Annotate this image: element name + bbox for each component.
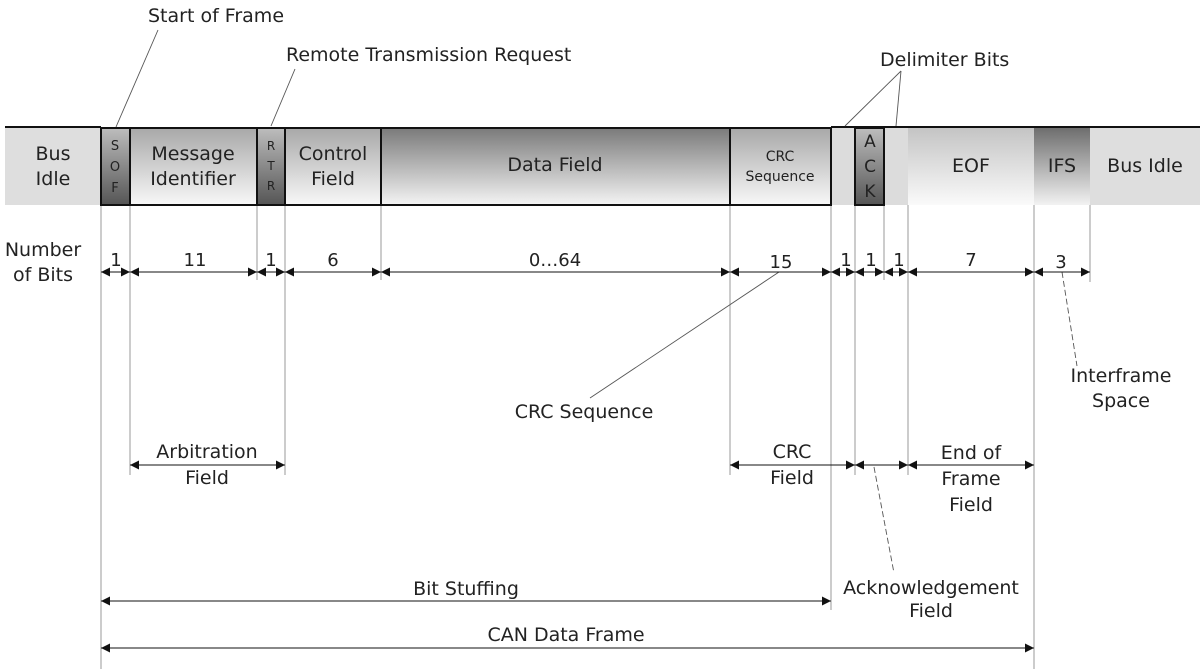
arbitration-field-label-line2: Field <box>185 467 229 489</box>
bits-data: 0…64 <box>529 250 581 271</box>
callout-crc-sequence: CRC Sequence <box>515 401 654 423</box>
field-bus-idle-start <box>5 128 101 205</box>
callout-interframe-space-line2: Space <box>1092 390 1150 412</box>
crc-sequence-label-line1: CRC <box>766 149 795 165</box>
field-message-identifier <box>129 127 258 206</box>
control-field-label-line2: Field <box>311 168 355 190</box>
field-crc-delimiter <box>832 128 855 205</box>
crc-field-label-line1: CRC <box>773 441 812 463</box>
callout-delimiter-bits: Delimiter Bits <box>880 49 1009 71</box>
bits-ifs: 3 <box>1055 252 1066 273</box>
leader-delimiter-ack <box>895 70 902 127</box>
bit-stuffing-label: Bit Stuffing <box>413 578 519 600</box>
arbitration-field-label-line1: Arbitration <box>156 441 257 463</box>
control-field-label-line1: Control <box>299 143 368 165</box>
leader-crc-sequence <box>589 271 780 399</box>
callout-start-of-frame: Start of Frame <box>148 5 284 27</box>
leader-acknowledgement-field <box>873 466 895 574</box>
field-ack-delimiter <box>885 128 908 205</box>
field-crc-sequence <box>729 127 832 206</box>
end-of-frame-field-label-line3: Field <box>949 494 993 516</box>
ack-label-a: A <box>864 132 876 152</box>
field-rtr <box>256 127 286 206</box>
field-bus-idle-end <box>1090 128 1200 205</box>
bits-ack-delimiter: 1 <box>893 250 904 271</box>
callout-acknowledgement-field-line2: Field <box>909 600 953 622</box>
bits-message-identifier: 11 <box>184 250 207 271</box>
crc-field-label-line2: Field <box>770 467 814 489</box>
can-data-frame-label: CAN Data Frame <box>487 624 644 646</box>
field-data <box>380 127 731 206</box>
bus-idle-start-label-line1: Bus <box>36 143 71 165</box>
bits-rtr: 1 <box>265 250 276 271</box>
ack-label-k: K <box>864 182 876 202</box>
callout-acknowledgement-field-line1: Acknowledgement <box>843 577 1019 599</box>
number-of-bits-label-line1: Number <box>5 239 82 261</box>
leader-rtr <box>270 68 296 127</box>
leader-interframe-space <box>1061 271 1078 367</box>
bits-crc-sequence: 15 <box>770 252 793 273</box>
field-control <box>284 127 382 206</box>
crc-sequence-label-line2: Sequence <box>745 169 814 185</box>
bits-crc-delimiter: 1 <box>840 250 851 271</box>
rtr-label-t: T <box>266 159 275 173</box>
field-sof <box>100 127 131 206</box>
message-identifier-label-line2: Identifier <box>150 168 236 190</box>
sof-label-f: F <box>111 181 118 196</box>
leader-start-of-frame <box>115 29 159 128</box>
bus-idle-end-label: Bus Idle <box>1107 155 1183 177</box>
rtr-label-r: R <box>267 139 275 153</box>
ack-label-c: C <box>864 157 876 177</box>
number-of-bits-label-line2: of Bits <box>13 264 73 286</box>
data-field-label: Data Field <box>507 154 602 176</box>
eof-label: EOF <box>952 155 990 177</box>
bits-ack: 1 <box>865 250 876 271</box>
callout-interframe-space-line1: Interframe <box>1071 365 1172 387</box>
end-of-frame-field-label-line1: End of <box>941 442 1003 464</box>
leader-delimiter-crc <box>844 70 902 127</box>
callout-remote-transmission-request: Remote Transmission Request <box>286 44 571 66</box>
sof-label-s: S <box>111 139 119 154</box>
bits-sof: 1 <box>110 250 121 271</box>
bits-control: 6 <box>327 250 338 271</box>
bus-idle-start-label-line2: Idle <box>36 168 71 190</box>
message-identifier-label-line1: Message <box>151 143 234 165</box>
rtr-label-r2: R <box>267 179 275 193</box>
end-of-frame-field-label-line2: Frame <box>941 468 1000 490</box>
ifs-label: IFS <box>1048 155 1076 177</box>
bits-eof: 7 <box>965 250 976 271</box>
field-eof <box>908 128 1034 205</box>
field-ifs <box>1034 128 1090 205</box>
sof-label-o: O <box>110 160 120 175</box>
